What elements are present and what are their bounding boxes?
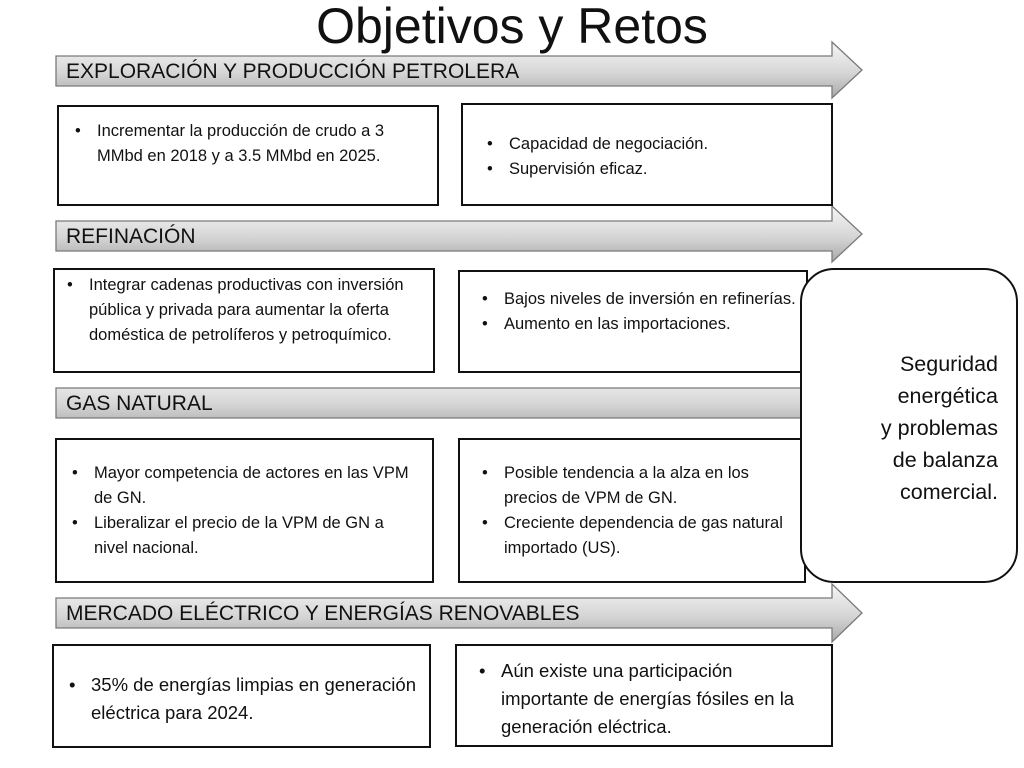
arrow-refinacion [55, 204, 863, 264]
list-item: Posible tendencia a la alza en los preci… [482, 461, 794, 511]
list-item: Incrementar la producción de crudo a 3 M… [75, 119, 427, 169]
conclusion-line: de balanza [892, 448, 998, 472]
conclusion-line: Seguridad [899, 352, 998, 376]
section-label-gas-natural: GAS NATURAL [66, 392, 213, 415]
conclusion-line: comercial. [900, 480, 998, 504]
list-item: Liberalizar el precio de la VPM de GN a … [72, 511, 422, 561]
list-item: Aumento en las importaciones. [482, 312, 796, 337]
conclusion-line: y problemas [880, 416, 998, 440]
challenges-box-gas-natural: Posible tendencia a la alza en los preci… [458, 438, 806, 583]
list-item: Supervisión eficaz. [487, 157, 821, 182]
objectives-box-gas-natural: Mayor competencia de actores en las VPM … [55, 438, 434, 583]
page-title: Objetivos y Retos [316, 0, 708, 54]
list-item: Integrar cadenas productivas con inversi… [67, 273, 423, 348]
list-item: Mayor competencia de actores en las VPM … [72, 461, 422, 511]
section-label-mercado-electrico: MERCADO ELÉCTRICO Y ENERGÍAS RENOVABLES [66, 602, 580, 625]
challenges-box-mercado-electrico: Aún existe una participación importante … [455, 644, 833, 747]
list-item: 35% de energías limpias en generación el… [69, 671, 419, 727]
arrow-mercado-electrico [55, 582, 863, 644]
list-item: Capacidad de negociación. [487, 132, 821, 157]
conclusion-box [800, 268, 1018, 583]
list-item: Aún existe una participación importante … [479, 657, 821, 741]
challenges-box-refinacion: Bajos niveles de inversión en refinerías… [458, 270, 808, 373]
arrow-exploracion [55, 40, 863, 100]
list-item: Creciente dependencia de gas natural imp… [482, 511, 794, 561]
challenges-box-exploracion: Capacidad de negociación. Supervisión ef… [461, 103, 833, 206]
section-label-refinacion: REFINACIÓN [66, 225, 196, 248]
list-item: Bajos niveles de inversión en refinerías… [482, 287, 796, 312]
objectives-box-mercado-electrico: 35% de energías limpias en generación el… [52, 644, 431, 748]
section-label-exploracion: EXPLORACIÓN Y PRODUCCIÓN PETROLERA [66, 60, 520, 83]
conclusion-text: Seguridad energética y problemas de bala… [820, 348, 998, 508]
objectives-box-refinacion: Integrar cadenas productivas con inversi… [53, 268, 435, 373]
conclusion-line: energética [897, 384, 998, 408]
objectives-box-exploracion: Incrementar la producción de crudo a 3 M… [57, 105, 439, 206]
